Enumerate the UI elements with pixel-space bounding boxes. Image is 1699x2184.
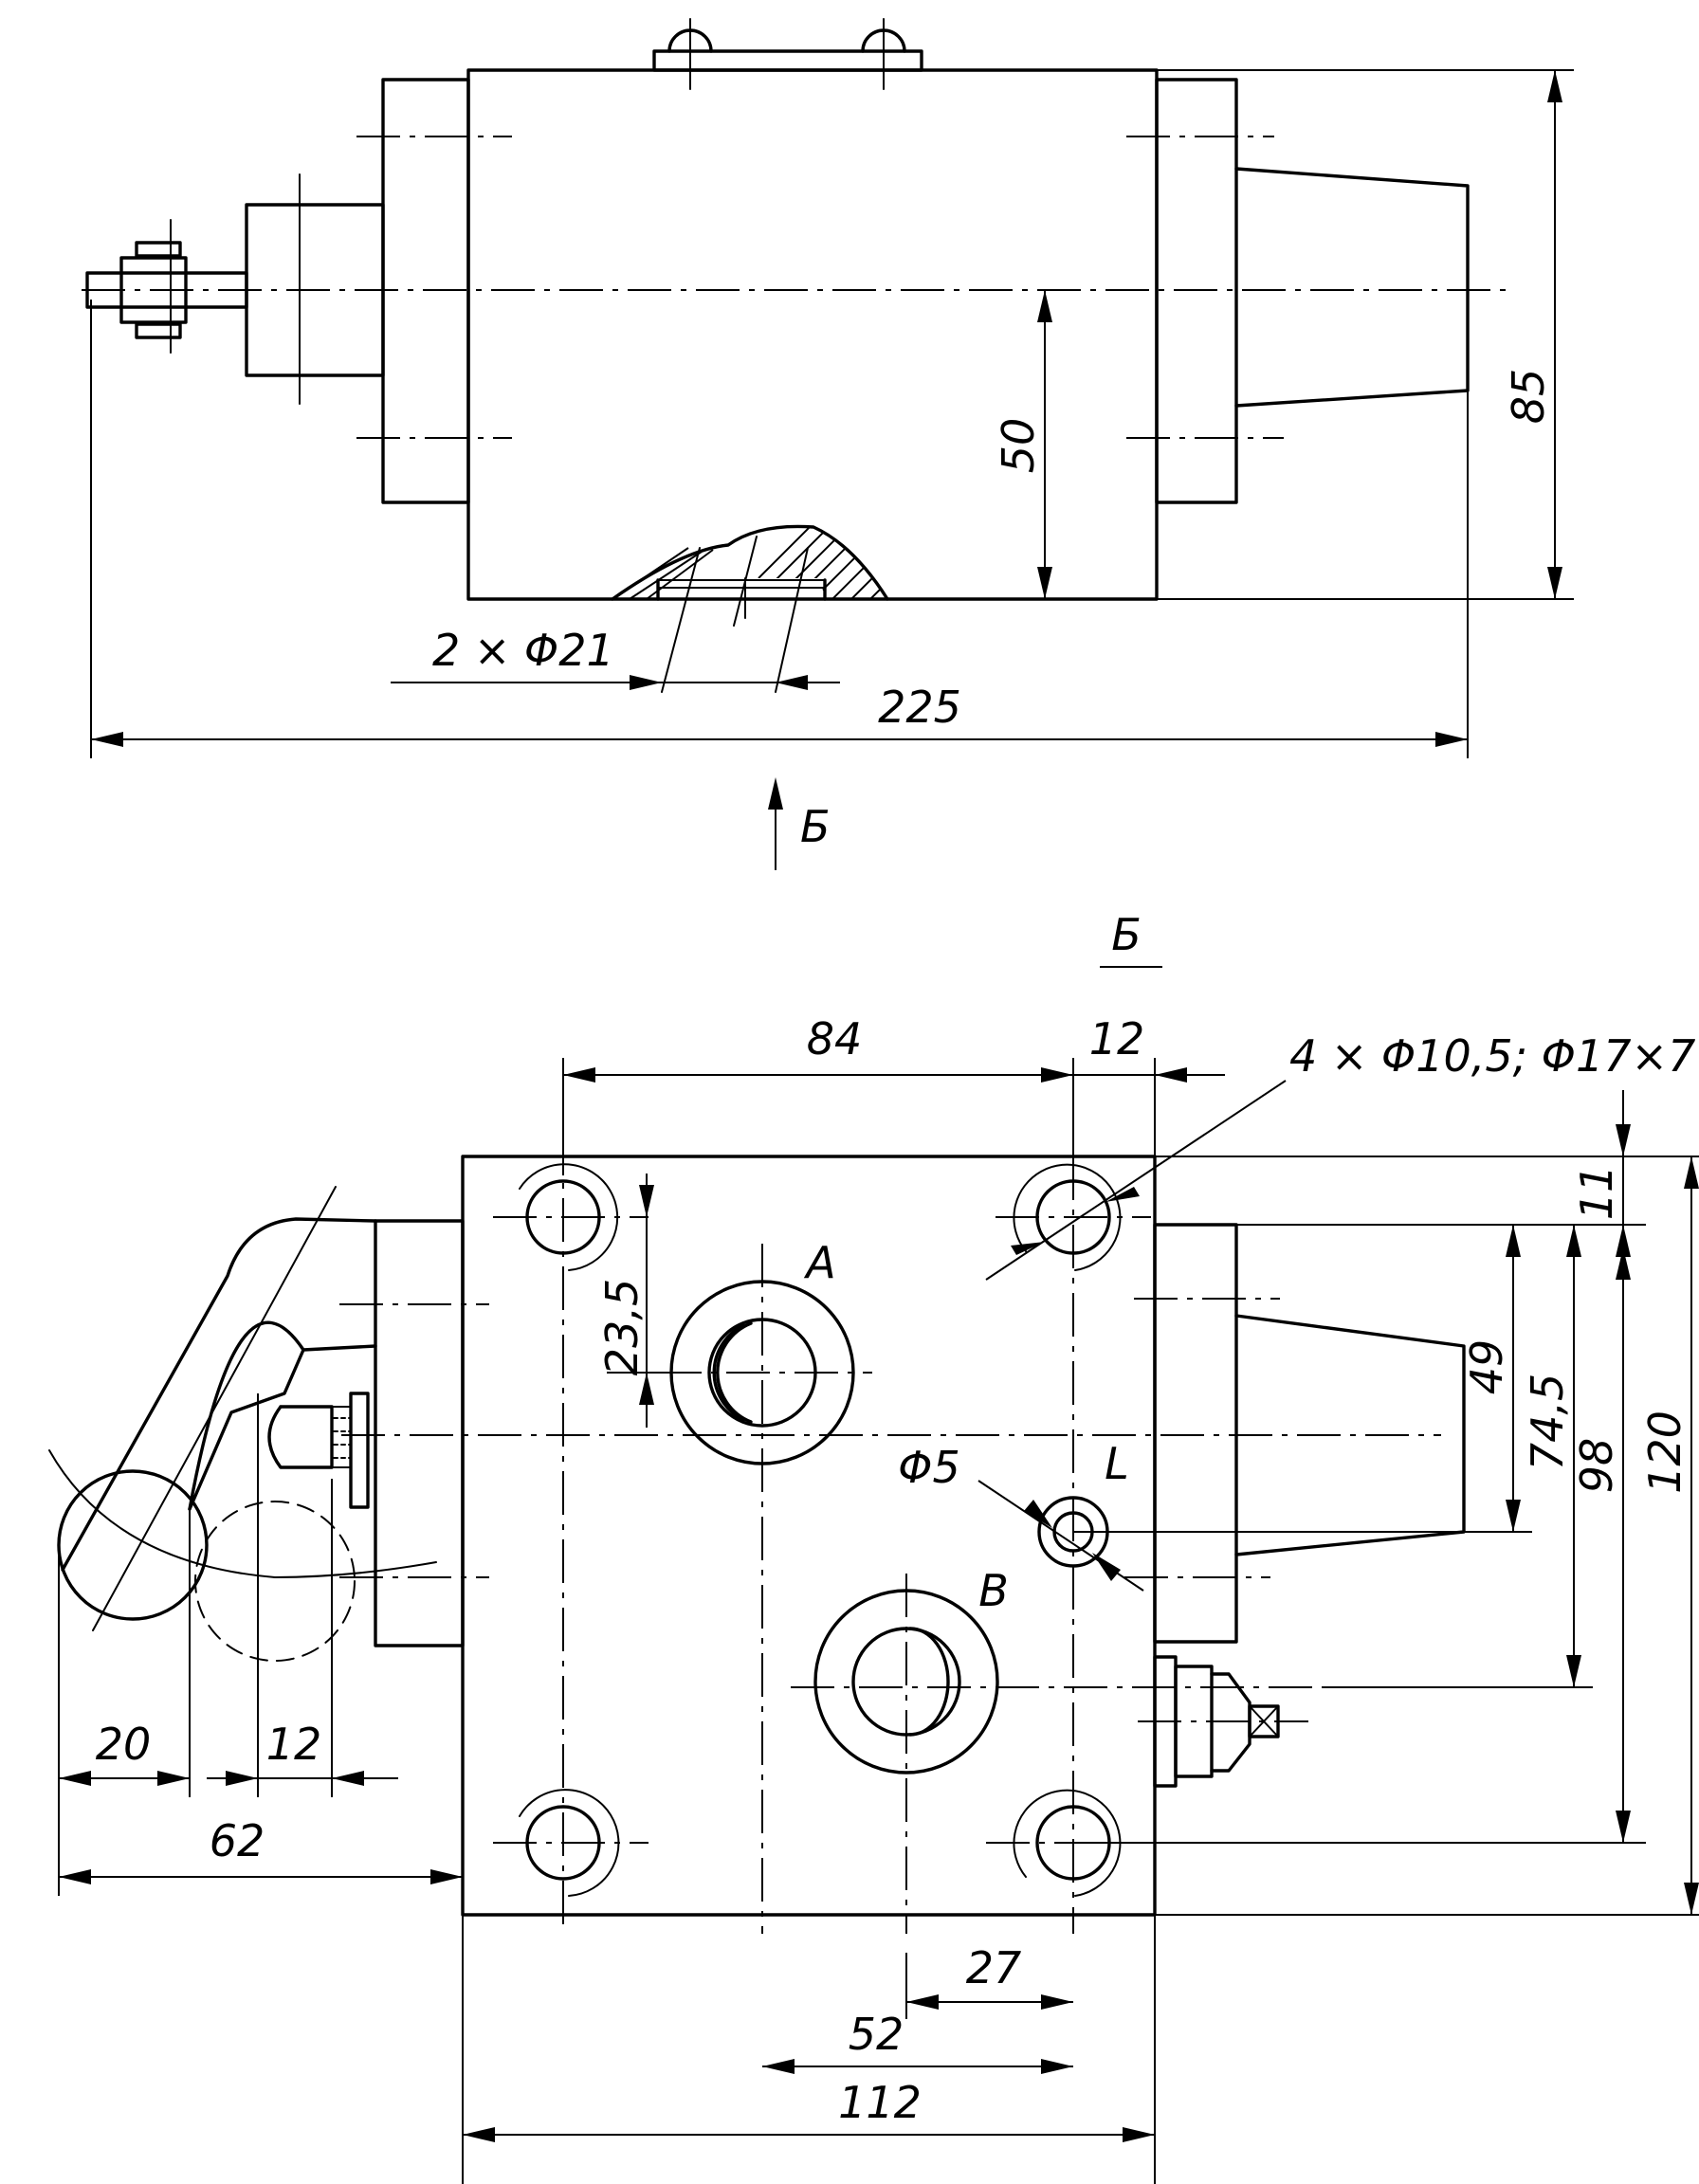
dim-49: 49: [1461, 1339, 1512, 1395]
top-view: 50 85 2 × Φ21 225 Б: [82, 18, 1574, 870]
valve-body: [466, 68, 1159, 601]
actuator-lever: [48, 1186, 437, 1662]
dim-11: 11: [1571, 1165, 1622, 1221]
dim-84: 84: [807, 1013, 863, 1065]
right-flange: [1155, 78, 1238, 504]
port-b-label: B: [978, 1565, 1009, 1616]
dim-23-5: 23,5: [596, 1279, 648, 1375]
port-l-label: L: [1105, 1438, 1129, 1489]
dim-52: 52: [849, 2009, 904, 2060]
view-arrow-label: Б: [800, 801, 831, 852]
mounting-hole-top-left: [493, 1163, 649, 1271]
dim-98: 98: [1571, 1438, 1622, 1494]
dim-120: 120: [1639, 1410, 1690, 1494]
dim-112: 112: [838, 2077, 922, 2128]
left-flange-view-b: [374, 1219, 465, 1647]
dim-85: 85: [1503, 369, 1554, 425]
holes-note: 4 × Φ10,5; Φ17×7: [1289, 1030, 1695, 1082]
dim-27: 27: [966, 1942, 1022, 1993]
port-boss-section: [611, 524, 889, 693]
port-a: [658, 1280, 872, 1465]
dim-50: 50: [993, 418, 1044, 474]
view-b-title: Б: [1111, 909, 1142, 960]
dim-12-top: 12: [1089, 1013, 1145, 1065]
port-a-label: A: [803, 1237, 835, 1288]
dim-phi5: Φ5: [898, 1442, 959, 1493]
dim-74-5: 74,5: [1522, 1374, 1573, 1470]
connector-cone-view-b: [1234, 1314, 1466, 1556]
connector-cone: [1234, 167, 1470, 408]
right-flange-view-b: [1153, 1223, 1238, 1644]
dim-2x-phi21: 2 × Φ21: [432, 625, 614, 676]
mounting-hole-top-right: [996, 1163, 1151, 1271]
dim-12-left: 12: [266, 1719, 322, 1770]
actuator-rod: [85, 219, 248, 354]
side-fitting: [1138, 1655, 1308, 1788]
mounting-hole-bottom-left: [493, 1789, 649, 1897]
view-b: Б: [48, 909, 1699, 2184]
dim-62: 62: [210, 1815, 265, 1866]
top-mounting-strip: [652, 18, 923, 90]
dim-225: 225: [878, 682, 961, 733]
dim-20: 20: [96, 1719, 152, 1770]
